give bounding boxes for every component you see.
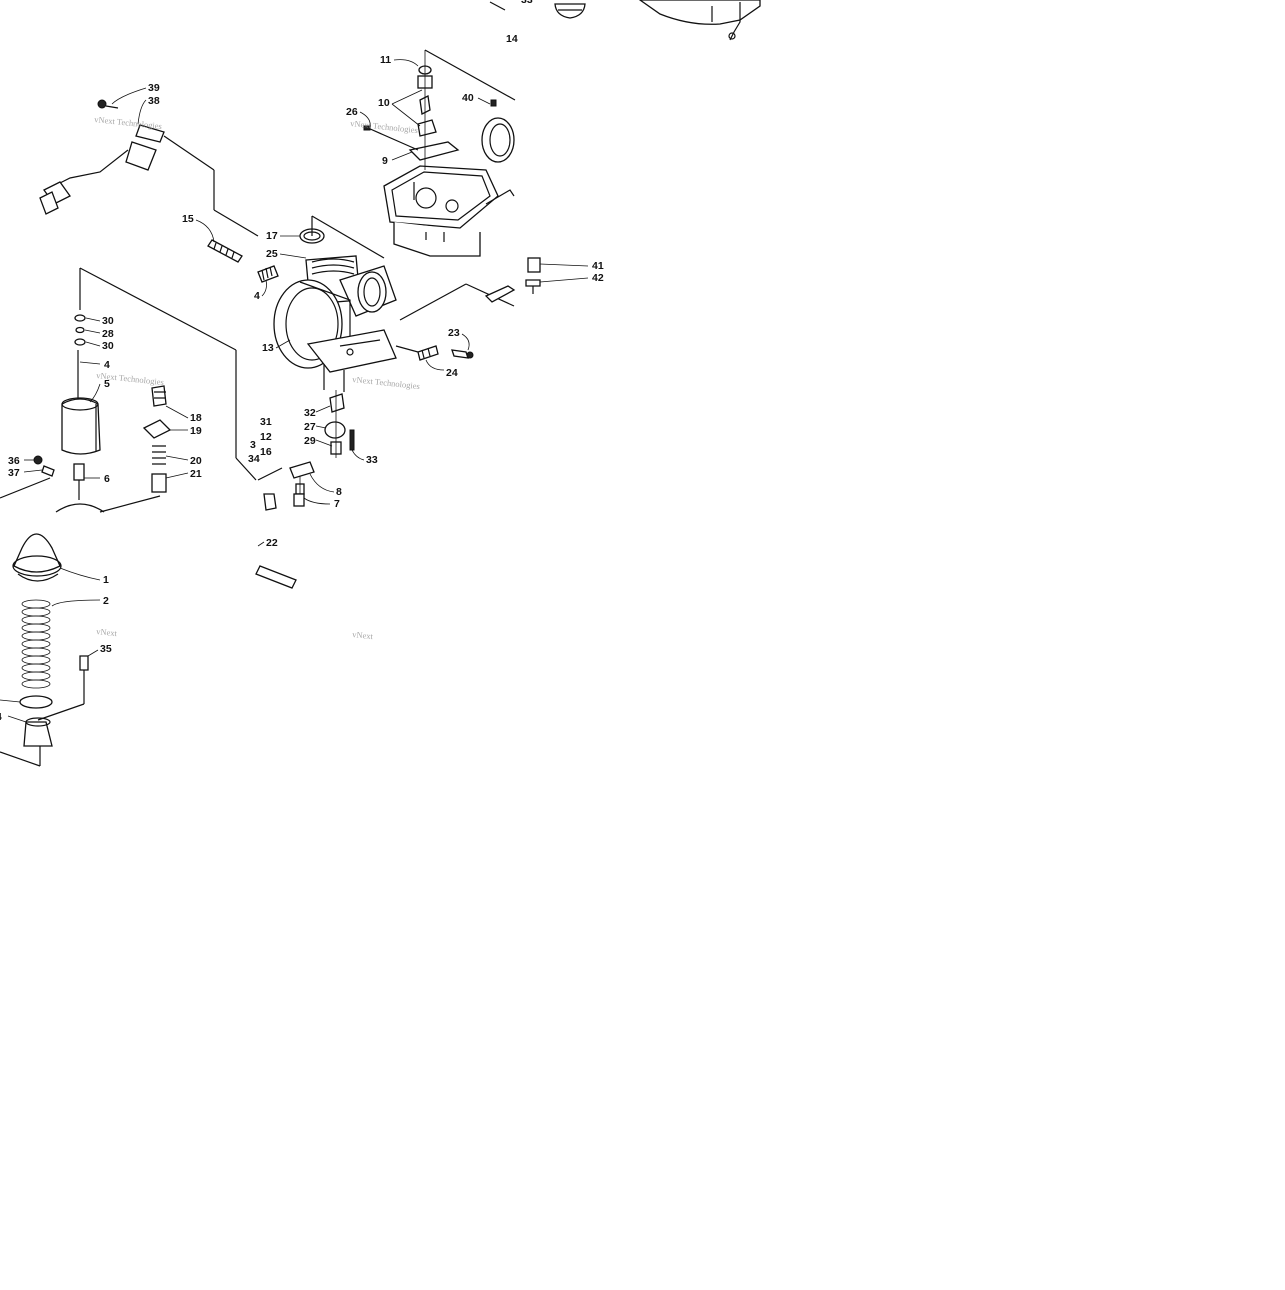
callout-5: 5 xyxy=(104,378,110,390)
throttle-slide-group xyxy=(0,267,297,589)
callout-39: 39 xyxy=(148,82,160,94)
callout-31: 31 xyxy=(260,416,272,428)
callout-1: 1 xyxy=(103,574,109,586)
main-jet-stack xyxy=(289,390,355,507)
watermarks: vNext Technologies vNext Technologies vN… xyxy=(94,114,421,641)
callout-33: 33 xyxy=(521,0,533,6)
watermark-text: vNext Technologies xyxy=(352,374,421,391)
callout-20: 20 xyxy=(190,455,202,467)
callout-32: 32 xyxy=(304,407,316,419)
callout-3: 3 xyxy=(250,439,256,451)
callout-leaders xyxy=(0,59,589,723)
callout-6: 6 xyxy=(104,473,110,485)
callout-14: 14 xyxy=(506,33,518,45)
callout-21: 21 xyxy=(190,468,202,480)
callout-35: 35 xyxy=(100,643,112,655)
callout-10: 10 xyxy=(378,97,390,109)
top-cropped-parts xyxy=(489,0,761,41)
callout-4-spring: 4 xyxy=(254,290,260,302)
watermark-text: vNext xyxy=(96,626,118,638)
watermark-text: vNext Technologies xyxy=(94,114,163,131)
callout-25: 25 xyxy=(266,248,278,260)
callout-18: 18 xyxy=(190,412,202,424)
callout-8: 8 xyxy=(336,486,342,498)
callout-23: 23 xyxy=(448,327,460,339)
callout-9: 9 xyxy=(382,155,388,167)
cap-and-spring xyxy=(0,533,89,767)
callout-42: 42 xyxy=(592,272,604,284)
callout-34: 34 xyxy=(248,453,260,465)
callout-30-lower: 30 xyxy=(102,340,114,352)
callout-41: 41 xyxy=(592,260,604,272)
callout-15: 15 xyxy=(182,213,194,225)
callout-26: 26 xyxy=(346,106,358,118)
callout-16: 16 xyxy=(260,446,272,458)
callout-38: 38 xyxy=(148,95,160,107)
watermark-text: vNext Technologies xyxy=(350,118,419,135)
callout-22: 22 xyxy=(266,537,278,549)
throttle-cable-bracket xyxy=(39,99,259,237)
watermark-text: vNext xyxy=(352,629,374,641)
callout-36: 36 xyxy=(8,455,20,467)
carburetor-body xyxy=(257,215,516,392)
callout-12: 12 xyxy=(260,431,272,443)
callout-24: 24 xyxy=(446,367,458,379)
callout-2: 2 xyxy=(103,595,109,607)
callout-19: 19 xyxy=(190,425,202,437)
callout-40: 40 xyxy=(462,92,474,104)
float-chamber-assembly xyxy=(363,49,516,257)
callout-33-body: 33 xyxy=(366,454,378,466)
callout-27: 27 xyxy=(304,421,316,433)
callout-labels: 33 14 39 38 11 10 26 40 9 15 17 25 4 41 … xyxy=(0,0,604,723)
callout-30: 30 xyxy=(102,315,114,327)
callout-17: 17 xyxy=(266,230,278,242)
drain-screw-parts xyxy=(525,257,541,294)
callout-13: 13 xyxy=(262,342,274,354)
callout-11: 11 xyxy=(380,54,391,66)
callout-29: 29 xyxy=(304,435,316,447)
callout-37: 37 xyxy=(8,467,20,479)
callout-28: 28 xyxy=(102,328,114,340)
callout-14-lower: 4 xyxy=(0,711,2,723)
callout-4: 4 xyxy=(104,359,110,371)
callout-7: 7 xyxy=(334,498,340,510)
pilot-air-screw xyxy=(207,239,243,263)
